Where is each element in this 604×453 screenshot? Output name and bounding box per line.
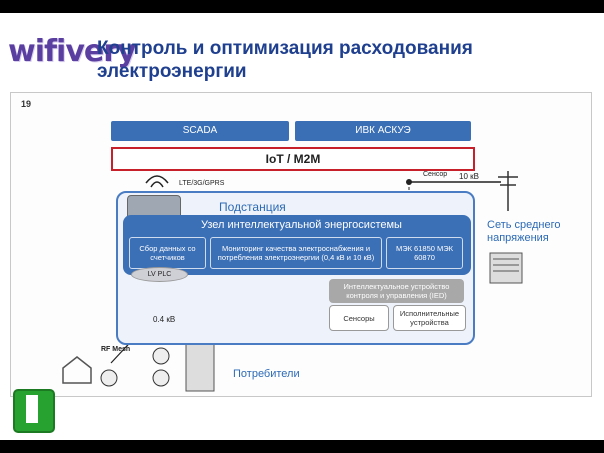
voltage-10kv: 10 кВ	[459, 172, 479, 181]
lv-plc: LV PLC	[131, 267, 188, 282]
building-icon	[185, 342, 215, 392]
nav-flag-button[interactable]	[13, 389, 55, 433]
sensors-box: Сенсоры	[329, 305, 389, 331]
askue-box: ИВК АСКУЭ	[295, 121, 471, 141]
quality-monitoring-cell: Мониторинг качества электроснабжения и п…	[210, 237, 382, 269]
wifivery-logo: wifivery	[8, 34, 137, 69]
node-title: Узел интеллектуальной энергосистемы	[201, 219, 402, 231]
top-black-bar	[0, 0, 604, 13]
power-pole-icon	[498, 171, 518, 211]
rf-mesh-label: RF Mesh	[101, 346, 131, 353]
medium-voltage-label: Сеть среднего напряжения	[487, 219, 561, 244]
diagram-lines	[62, 171, 523, 392]
iec-protocols-cell: МЭК 61850 МЭК 60870	[386, 237, 463, 269]
substation-label: Подстанция	[219, 200, 286, 214]
bottom-black-bar	[0, 440, 604, 453]
actuators-box: Исполнительные устройства	[393, 305, 466, 331]
slide-image: 19 SCADA ИВК АСКУЭ IoT / M2M	[10, 92, 592, 397]
consumers-label: Потребители	[233, 368, 300, 380]
ied-box: Интеллектуальное устройство контроля и у…	[329, 279, 464, 303]
transformer-icon	[489, 252, 523, 284]
sensor-label: Сенсор	[423, 171, 448, 178]
iot-m2m-box: IoT / M2M	[111, 147, 475, 171]
meters-icon	[100, 347, 170, 387]
slide-number: 19	[21, 99, 32, 109]
wifi-icon	[150, 181, 164, 188]
radio-label: LTE/3G/GPRS	[179, 180, 225, 187]
meter-data-cell: Сбор данных со счетчиков	[129, 237, 206, 269]
house-icon	[62, 356, 92, 384]
page-title: Контроль и оптимизация расходования элек…	[97, 38, 473, 82]
scada-box: SCADA	[111, 121, 289, 141]
voltage-04kv: 0.4 кВ	[153, 315, 176, 324]
